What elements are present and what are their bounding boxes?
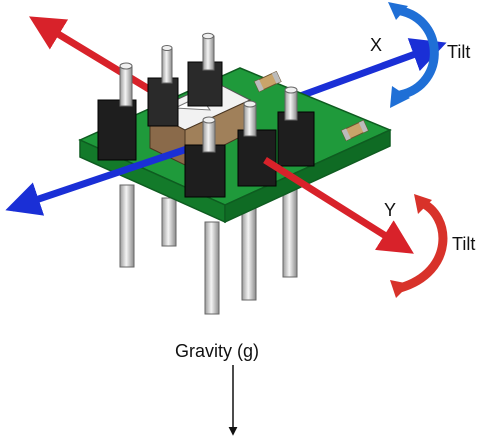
gravity-label: Gravity (g) <box>175 341 260 361</box>
tilt-arrow-x <box>388 2 439 108</box>
tilt-x-label: Tilt <box>447 42 471 62</box>
smd-component-right <box>340 119 369 142</box>
x-axis-label: X <box>370 35 383 55</box>
tilt-y-label: Tilt <box>452 234 476 254</box>
header-blocks-back <box>147 32 223 127</box>
header-blocks-front <box>184 86 315 198</box>
header-blocks-left <box>97 62 137 161</box>
y-axis-label: Y <box>384 200 397 220</box>
x-axis-front <box>5 144 192 216</box>
smd-component-top <box>253 70 282 93</box>
tilt-arrow-y <box>390 194 448 298</box>
y-axis-front <box>263 157 414 254</box>
